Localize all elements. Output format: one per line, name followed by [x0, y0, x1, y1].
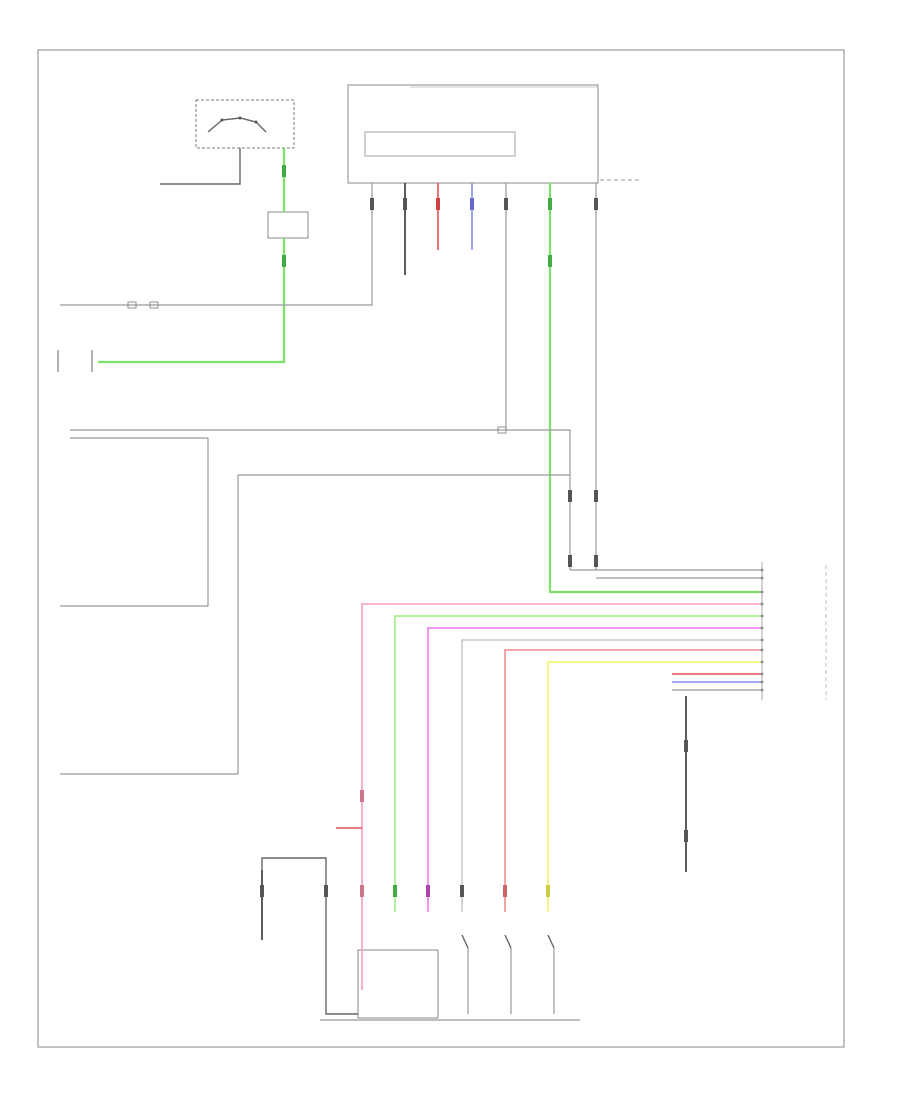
switch-stubs	[467, 948, 555, 1014]
bottom-switch-box	[357, 949, 439, 1019]
switch-1	[461, 934, 555, 949]
wire-gray-module-left	[160, 148, 241, 185]
wire-light-green	[394, 615, 762, 912]
wire-gray-438	[60, 437, 209, 607]
wire-green-main	[548, 183, 762, 594]
module-pins	[760, 568, 764, 692]
wire-green-left	[98, 148, 286, 364]
wire-gray-475-down	[60, 475, 239, 775]
relay-small	[267, 211, 309, 239]
connector-marks	[260, 165, 688, 897]
left-connectors	[57, 350, 93, 372]
bus-junctions	[127, 301, 507, 434]
wire-light-gray	[461, 639, 762, 912]
wire-gray-bus-upper	[60, 183, 373, 306]
wire-salmon	[504, 649, 762, 912]
wire-pink	[361, 603, 762, 990]
wire-gray-bottom-loop	[261, 857, 358, 1015]
wire-yellow	[547, 661, 762, 912]
wire-gray-430	[70, 429, 571, 570]
fuse-relay-box	[347, 84, 599, 184]
transmission-module	[195, 99, 295, 149]
fuse-relay-inner	[364, 131, 516, 157]
module-switch-symbol	[207, 117, 267, 133]
wire-magenta	[427, 627, 762, 912]
diagram-frame	[37, 49, 845, 1048]
